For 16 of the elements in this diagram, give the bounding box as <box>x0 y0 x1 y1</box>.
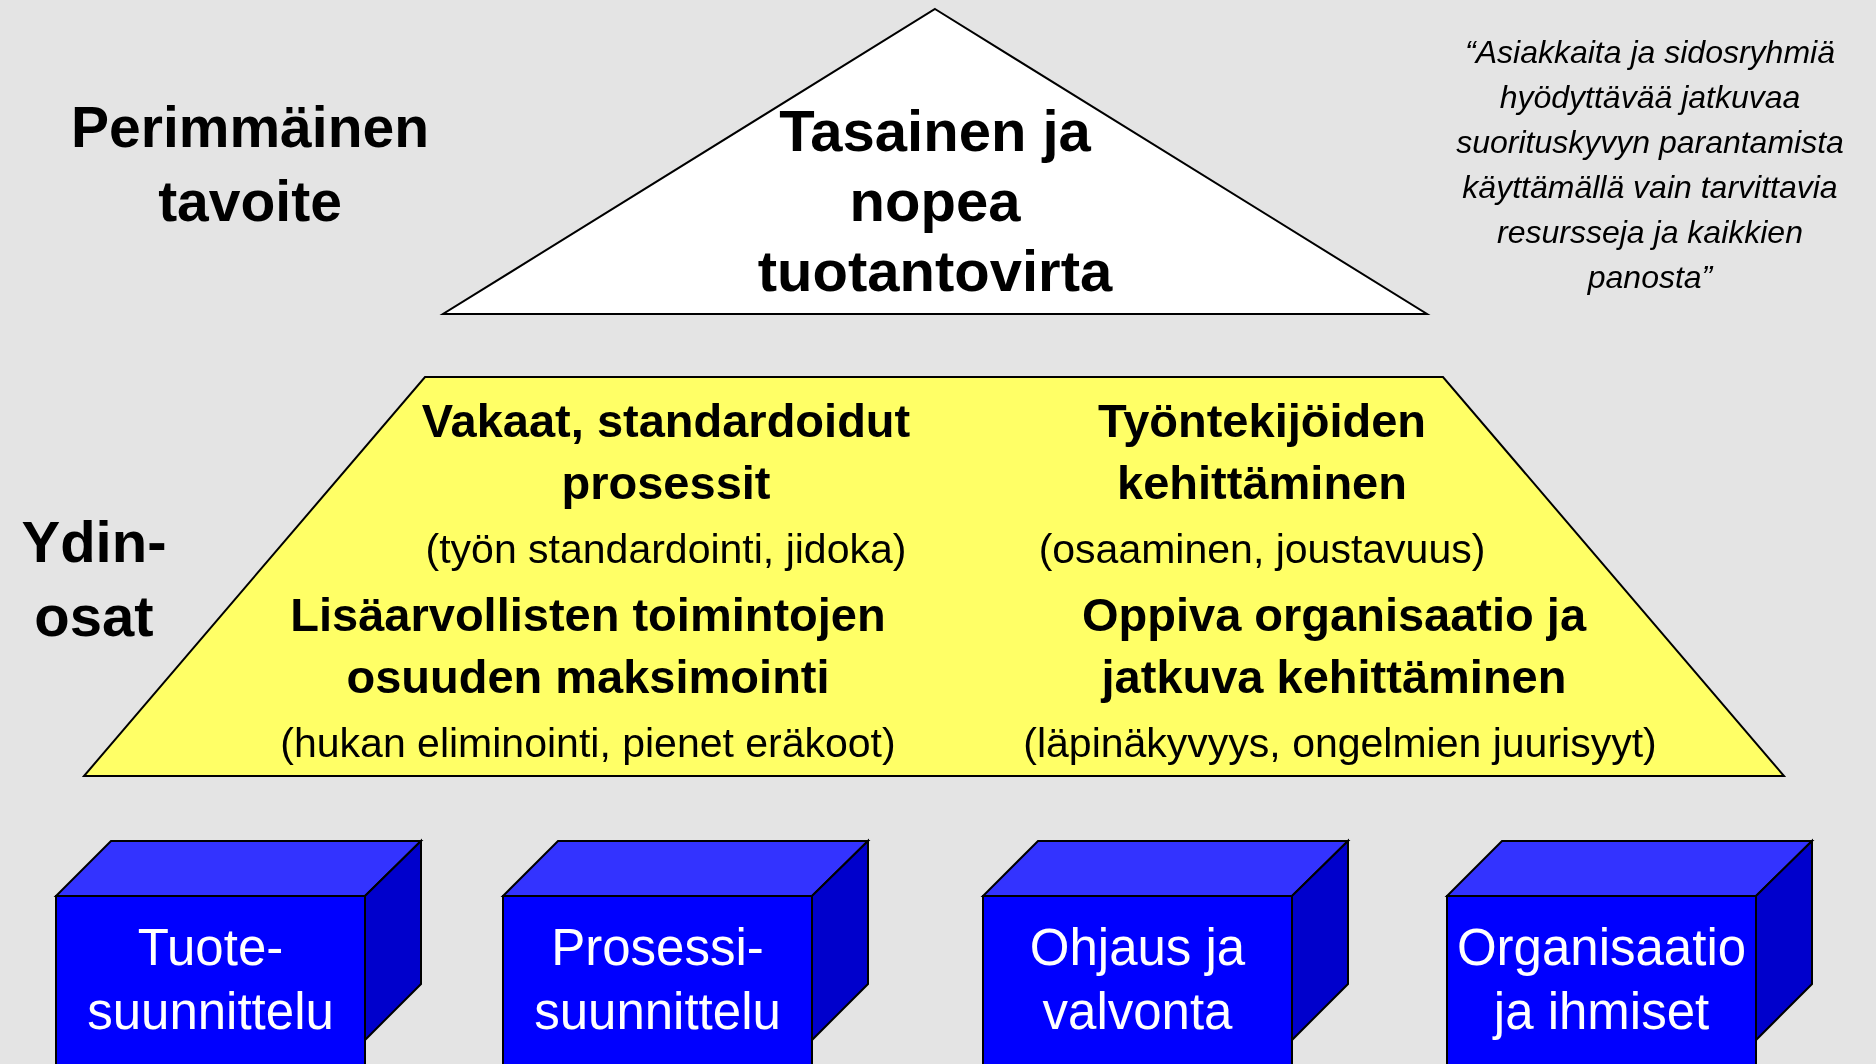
pillar-heading: Työntekijöiden kehittäminen <box>1096 393 1428 511</box>
pillar-detail: (osaaminen, joustavuus) <box>1037 525 1487 574</box>
pillar-detail: (työn standardointi, jidoka) <box>424 525 908 574</box>
quote-text: “Asiakkaita ja sidosryhmiä hyödyttävää jatkuvaa suorituskyvyn parantamista käyttämällä vain tarvittavia resursseja ja kaikkien panosta” <box>1455 33 1845 297</box>
goal-text: Tasainen ja nopea tuotantovirta <box>756 97 1114 305</box>
pillar-detail: (läpinäkyvyys, ongelmien juurisyyt) <box>1022 719 1658 768</box>
tier-label: Ydin- osat <box>20 508 168 650</box>
tier-label: Perimmäinen tavoite <box>70 94 430 235</box>
pillar-heading: Oppiva organisaatio ja jatkuva kehittäminen <box>1080 587 1588 705</box>
cube-label: Organisaatio ja ihmiset <box>1455 918 1748 1042</box>
cube-label: Ohjaus ja valvonta <box>1028 918 1247 1042</box>
pillar-detail: (hukan eliminointi, pienet eräkoot) <box>279 719 897 768</box>
pillar-heading: Lisäarvollisten toimintojen osuuden maksimointi <box>289 587 887 705</box>
cube-label: Prosessi- suunnittelu <box>533 918 782 1042</box>
pillar-heading: Vakaat, standardoidut prosessit <box>420 393 912 511</box>
cube-label: Tuote- suunnittelu <box>86 918 335 1042</box>
